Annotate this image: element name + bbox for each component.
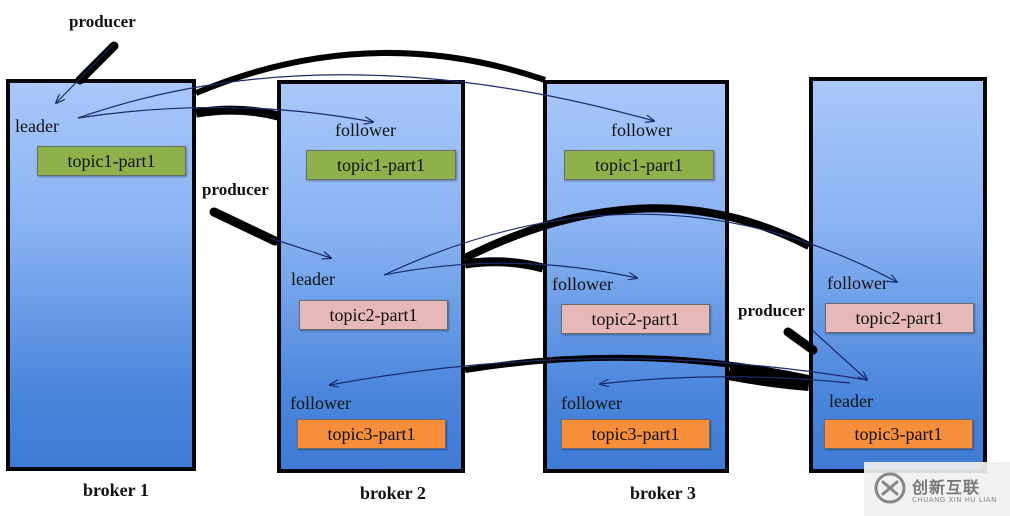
thick-link-b2-b4	[463, 204, 811, 262]
producer-label-1: producer	[69, 12, 136, 31]
thick-link-producer2	[209, 207, 280, 246]
broker-name-3: broker 3	[630, 483, 696, 503]
role-label-b2-follower-1: follower	[335, 120, 396, 140]
partition-b3-topic1: topic1-part1	[564, 150, 714, 180]
broker-2-box	[277, 80, 465, 473]
producer-label-2: producer	[202, 180, 269, 199]
watermark: 创新互联 CHUANG XIN HU LIAN	[864, 462, 1010, 516]
broker-name-1: broker 1	[83, 480, 149, 500]
partition-b2-topic3: topic3-part1	[297, 419, 446, 449]
arrow-leader2-to-follower-b3	[383, 262, 637, 278]
thick-link-b1-b3	[194, 49, 546, 96]
role-label-b2-follower-2: follower	[290, 393, 351, 413]
thick-link-producer3	[783, 327, 818, 355]
partition-b4-topic3: topic3-part1	[824, 419, 973, 449]
watermark-subtext: CHUANG XIN HU LIAN	[912, 496, 997, 504]
watermark-logo-icon	[874, 472, 906, 504]
partition-b3-topic3: topic3-part1	[561, 419, 710, 449]
role-label-b4-leader: leader	[829, 391, 873, 411]
partition-b3-topic2: topic2-part1	[561, 304, 710, 334]
arrow-leader3-to-follower-b2	[330, 358, 868, 385]
thick-link-b3-b4	[727, 364, 810, 391]
thick-link-b1-b2	[195, 105, 280, 121]
partition-b2-topic1: topic1-part1	[306, 150, 456, 180]
role-label-b3-follower-2: follower	[552, 274, 613, 294]
arrow-producer2-to-leader	[269, 237, 331, 258]
thick-link-b2-b4-low	[464, 354, 810, 381]
role-label-b3-follower-1: follower	[611, 120, 672, 140]
arrow-leader1-to-follower-b3	[77, 74, 654, 121]
watermark-text: 创新互联	[912, 478, 981, 497]
arrow-producer3-to-leader	[811, 329, 867, 380]
role-label-b3-follower-3: follower	[561, 393, 622, 413]
thick-link-producer1	[75, 41, 119, 85]
broker-1-box	[6, 79, 196, 471]
role-label-b4-follower: follower	[827, 273, 888, 293]
arrow-leader2-to-follower-b4	[383, 213, 897, 282]
thick-link-b2-b3	[464, 257, 545, 273]
arrow-producer1-to-leader	[56, 43, 115, 103]
arrow-leader1-to-follower-b2	[77, 106, 373, 122]
role-label-b1-leader: leader	[15, 116, 59, 136]
partition-b1-topic1: topic1-part1	[37, 146, 186, 176]
partition-b4-topic2: topic2-part1	[825, 303, 974, 333]
broker-name-2: broker 2	[360, 483, 426, 503]
producer-label-3: producer	[738, 301, 805, 320]
partition-b2-topic2: topic2-part1	[299, 300, 448, 330]
arrow-leader3-to-follower-b3	[600, 376, 851, 384]
role-label-b2-leader: leader	[291, 269, 335, 289]
